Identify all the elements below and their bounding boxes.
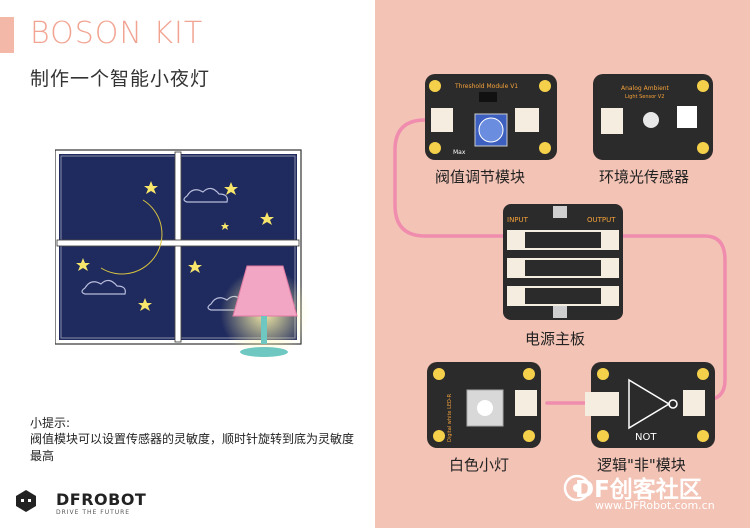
wires [393, 118, 727, 405]
accent-bar [0, 17, 14, 53]
dfrobot-logo-text: DFROBOT [56, 490, 147, 509]
wiring-diagram: Threshold Module V1 Max Analog Ambient L… [393, 74, 727, 448]
threshold-knob-text: Max [453, 149, 466, 156]
light-sensor-label: 环境光传感器 [599, 168, 690, 186]
main-board-module [503, 204, 623, 320]
led-module-label: 白色小灯 [449, 456, 510, 474]
led-module [427, 362, 541, 448]
not-gate-text: NOT [635, 432, 657, 443]
main-board-output: OUTPUT [587, 216, 616, 224]
night-window-illustration [55, 149, 310, 358]
lamp-shade-icon [232, 265, 298, 317]
watermark-name: DF创客社区 [575, 477, 702, 503]
left-panel: BOSON KIT 制作一个智能小夜灯 [0, 16, 355, 516]
watermark-url: www.DFRobot.com.cn [595, 499, 715, 512]
light-sensor-title2: Light Sensor V2 [625, 94, 664, 100]
tip-body: 阀值模块可以设置传感器的灵敏度，顺时针旋转到底为灵敏度最高 [30, 432, 355, 463]
tip-title: 小提示: [30, 416, 71, 430]
light-sensor-module [593, 74, 713, 160]
threshold-module-label: 阀值调节模块 [435, 168, 526, 186]
main-board-input: INPUT [507, 216, 529, 224]
community-logo-icon [563, 474, 591, 502]
page-subtitle: 制作一个智能小夜灯 [30, 68, 211, 90]
light-sensor-title: Analog Ambient [621, 85, 670, 92]
led-side-text: Digital white LED-R [447, 393, 453, 442]
brand-title: BOSON KIT [30, 16, 204, 51]
star-icons [76, 181, 274, 311]
main-board-label: 电源主板 [525, 330, 586, 348]
threshold-module [425, 74, 557, 160]
not-gate-label: 逻辑"非"模块 [597, 456, 686, 474]
threshold-module-title: Threshold Module V1 [454, 83, 518, 90]
not-gate-module [585, 362, 715, 448]
moon-icon [100, 199, 163, 275]
dfrobot-logo-icon [16, 490, 36, 512]
dfrobot-slogan: DRIVE THE FUTURE [56, 509, 131, 516]
right-panel: Threshold Module V1 Max Analog Ambient L… [375, 0, 750, 528]
